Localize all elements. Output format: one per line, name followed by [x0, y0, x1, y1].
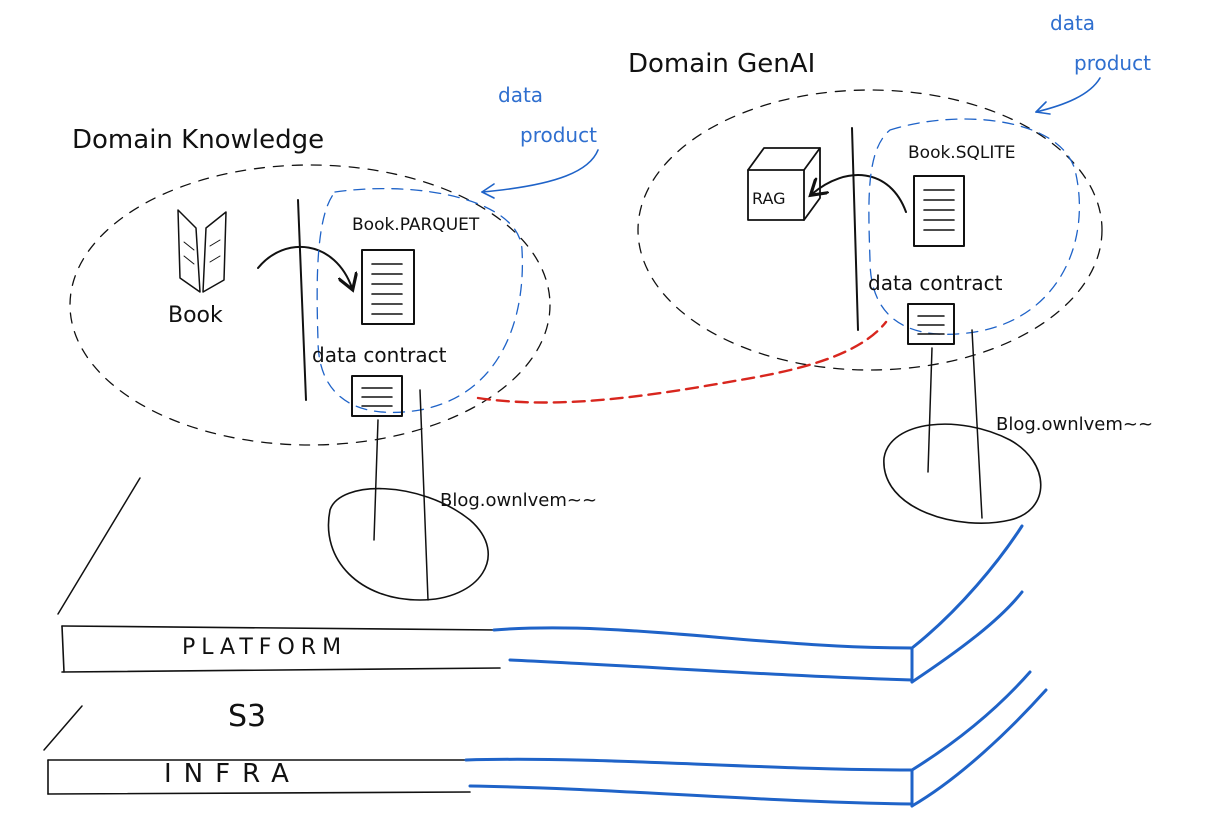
document-icon-genai	[913, 175, 965, 247]
infra-top-extension	[464, 757, 914, 772]
blob-storage-knowledge	[327, 487, 490, 601]
platform-bottom-edge	[61, 667, 501, 673]
infra-depth-edge-top	[910, 670, 1032, 772]
infra-layer: INFRA	[43, 670, 1048, 808]
domain-genai: Domain GenAI RAG Book.SQLITE	[628, 11, 1153, 524]
rag-cube-icon	[747, 147, 821, 221]
ingest-arrow	[257, 245, 352, 288]
data-product-boundary-genai	[868, 118, 1081, 335]
contract-icon-genai	[907, 303, 955, 345]
domain-knowledge-label: Domain Knowledge	[72, 125, 324, 155]
domain-genai-divider	[851, 127, 859, 331]
contract-icon	[351, 375, 403, 417]
infra-label: INFRA	[164, 759, 301, 789]
domain-knowledge-boundary	[69, 164, 551, 446]
book-icon	[177, 209, 227, 293]
domain-knowledge-divider	[297, 199, 307, 401]
infra-bottom-edge	[47, 791, 471, 795]
platform-label: PLATFORM	[182, 635, 347, 660]
genai-storage-link	[927, 347, 933, 473]
domain-genai-boundary	[637, 89, 1103, 371]
platform-top-edge	[61, 625, 499, 631]
cross-domain-contract-link	[476, 320, 888, 404]
data-product-label-genai-1: data	[1050, 11, 1095, 35]
platform-perspective-edge	[57, 477, 141, 615]
blob-storage-genai	[883, 423, 1042, 524]
data-product-pointer-knowledge	[481, 149, 599, 193]
infra-bottom-extension	[468, 784, 914, 806]
document-icon	[361, 249, 415, 325]
knowledge-storage-link	[373, 419, 379, 541]
data-product-label-knowledge-2: product	[520, 123, 597, 147]
platform-bottom-extension	[508, 658, 914, 682]
data-product-boundary-knowledge	[316, 187, 524, 414]
sqlite-dataset-label: Book.SQLITE	[908, 143, 1016, 163]
infra-perspective-edge	[43, 705, 83, 751]
knowledge-storage-link-2	[419, 389, 429, 601]
data-product-pointer-head-knowledge	[481, 183, 495, 199]
infra-depth-edge-bottom	[910, 688, 1048, 808]
blob-storage-label-genai: Blog.ownlvem~~	[996, 414, 1153, 435]
platform-top-extension	[492, 626, 914, 650]
data-product-pointer-genai	[1035, 77, 1101, 113]
platform-left-edge	[61, 625, 65, 673]
book-source-label: Book	[168, 303, 223, 328]
knowledge-contract-label: data contract	[312, 343, 447, 367]
domain-knowledge: Domain Knowledge Book Book.PARQUET	[69, 83, 599, 601]
parquet-dataset-label: Book.PARQUET	[352, 215, 480, 235]
data-product-label-genai-2: product	[1074, 51, 1151, 75]
platform-depth-edge-bottom	[910, 590, 1024, 684]
platform-depth-edge-top	[910, 524, 1024, 650]
rag-label: RAG	[752, 189, 786, 208]
domain-genai-label: Domain GenAI	[628, 49, 815, 79]
retrieve-arrow	[812, 174, 907, 213]
blob-storage-label-knowledge: Blog.ownlvem~~	[440, 490, 597, 511]
s3-storage-label: S3	[228, 699, 266, 734]
genai-storage-link-2	[971, 329, 983, 519]
platform-layer: PLATFORM	[57, 477, 1024, 684]
data-product-label-knowledge-1: data	[498, 83, 543, 107]
genai-contract-label: data contract	[868, 271, 1003, 295]
data-product-pointer-head-genai	[1035, 101, 1051, 115]
